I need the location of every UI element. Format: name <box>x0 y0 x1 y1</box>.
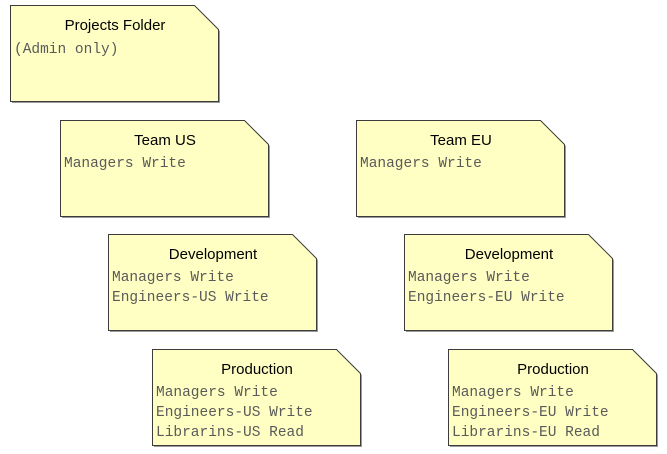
permission-line: Librarins-EU Read <box>452 425 600 441</box>
note-team-eu: Team EU Managers Write <box>356 120 566 218</box>
note-title: Team US <box>134 132 196 149</box>
permission-line: Engineers-US Write <box>156 405 313 421</box>
permission-line: Engineers-US Write <box>112 290 269 306</box>
note-shape <box>356 120 566 218</box>
permission-line: Managers Write <box>452 385 574 401</box>
note-title: Development <box>464 246 554 263</box>
permission-line: (Admin only) <box>14 42 119 58</box>
note-team-us: Team US Managers Write <box>60 120 270 218</box>
note-shape <box>448 349 658 447</box>
permission-line: Engineers-EU Write <box>452 405 609 421</box>
note-permissions: Managers Write <box>360 154 482 174</box>
note-projects-folder: Projects Folder (Admin only) <box>10 5 220 103</box>
permission-line: Engineers-EU Write <box>408 290 565 306</box>
note-permissions: Managers Write <box>64 154 186 174</box>
note-title: Team EU <box>430 132 492 149</box>
note-title: Production <box>221 361 293 378</box>
permission-line: Managers Write <box>408 270 530 286</box>
note-shape <box>108 234 318 332</box>
note-shape <box>152 349 362 447</box>
note-shape <box>10 5 220 103</box>
note-permissions: (Admin only) <box>14 40 118 60</box>
note-title: Production <box>517 361 589 378</box>
note-shape <box>60 120 270 218</box>
permission-line: Librarins-US Read <box>156 425 304 441</box>
permission-line: Managers Write <box>360 156 482 172</box>
permission-line: Managers Write <box>64 156 186 172</box>
note-title: Projects Folder <box>64 17 166 34</box>
permission-line: Managers Write <box>156 385 278 401</box>
permission-line: Managers Write <box>112 270 234 286</box>
note-title: Development <box>168 246 258 263</box>
note-shape <box>404 234 614 332</box>
